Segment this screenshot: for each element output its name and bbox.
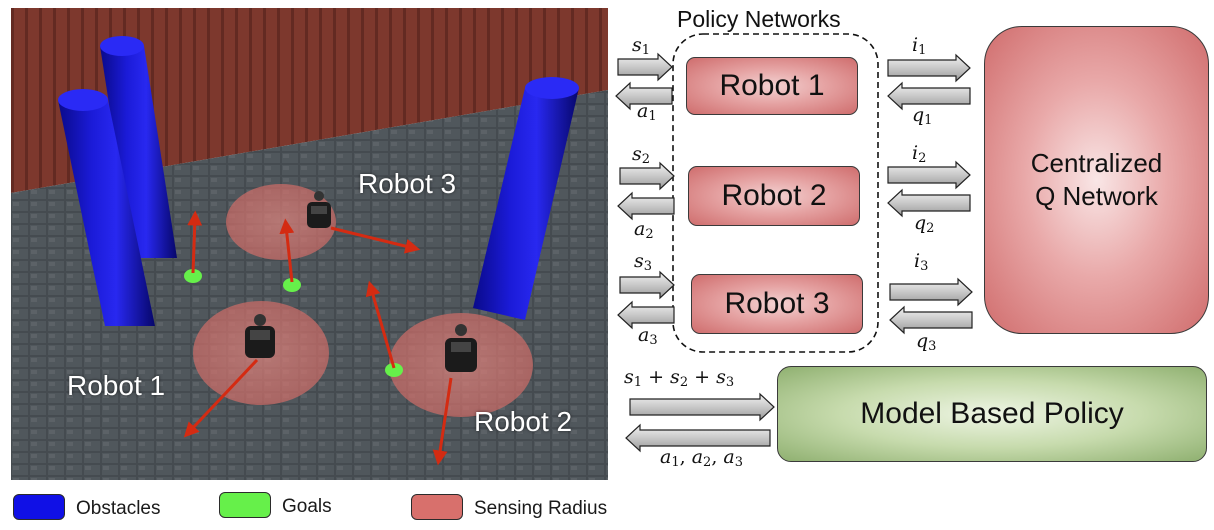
q-arrow-1 <box>887 81 971 111</box>
scene-label-robot1: Robot 1 <box>67 370 166 401</box>
block-arrows <box>615 52 973 453</box>
obstacle-cylinder-2 <box>58 89 155 326</box>
policy-networks-group <box>672 33 879 353</box>
direction-arrows <box>183 210 453 466</box>
legend-label-goals: Goals <box>282 496 332 517</box>
robot-2-model <box>445 324 477 372</box>
robot-3-policy-box: Robot 3 <box>691 274 863 334</box>
goal-marker-3 <box>385 363 403 377</box>
legend-swatch-obstacles <box>13 494 65 520</box>
policy-networks-title: Policy Networks <box>677 6 841 32</box>
joint-action-arrow <box>625 423 771 453</box>
goal-marker-2 <box>283 278 301 292</box>
legend-label-sensing-radius: Sensing Radius <box>474 498 608 519</box>
simulation-scene: Robot 3 Robot 1 Robot 2 <box>11 8 608 480</box>
info-label-2: i2 <box>912 142 927 166</box>
action-arrow-3 <box>617 300 675 330</box>
joint-state-arrow <box>629 392 775 422</box>
q-arrow-3 <box>889 305 973 335</box>
q-arrow-2 <box>887 188 971 218</box>
obstacle-cylinder-3 <box>473 77 579 320</box>
robot-2-policy-box: Robot 2 <box>688 166 860 226</box>
state-label-2: s2 <box>632 143 651 167</box>
centralized-q-network-box: Centralized Q Network <box>984 26 1209 334</box>
q-label-3: q3 <box>916 330 937 354</box>
action-label-2: a2 <box>634 218 654 242</box>
qnet-label-line1: Centralized <box>1030 148 1163 178</box>
joint-state-label: s1 + s2 + s3 <box>624 366 735 390</box>
info-label-1: i1 <box>912 34 927 58</box>
action-arrow-1 <box>615 81 673 111</box>
model-based-policy-box: Model Based Policy <box>777 366 1207 462</box>
q-label-1: q1 <box>912 104 933 128</box>
joint-action-label: a1, a2, a3 <box>660 446 744 470</box>
action-label-3: a3 <box>638 324 658 348</box>
info-arrow-2 <box>887 160 971 190</box>
robot-1-policy-box: Robot 1 <box>686 57 858 115</box>
qnet-label-line2: Q Network <box>1035 181 1158 211</box>
action-arrow-2 <box>617 191 675 221</box>
state-label-3: s3 <box>634 250 653 274</box>
robot-1-model <box>245 314 275 358</box>
state-arrow-2 <box>619 161 675 191</box>
scene-label-robot2: Robot 2 <box>474 406 573 437</box>
legend-label-obstacles: Obstacles <box>76 498 161 519</box>
q-label-2: q2 <box>914 212 935 236</box>
goal-marker-1 <box>184 269 202 283</box>
state-label-1: s1 <box>632 34 651 58</box>
state-arrow-1 <box>617 52 673 82</box>
scene-render <box>11 8 608 480</box>
obstacle-cylinder-1 <box>100 36 177 258</box>
info-label-3: i3 <box>914 250 929 274</box>
info-arrow-1 <box>887 53 971 83</box>
legend-swatch-sensing-radius <box>411 494 463 520</box>
state-arrow-3 <box>619 270 675 300</box>
action-label-1: a1 <box>637 100 657 124</box>
brick-wall <box>11 8 608 193</box>
robot-3-model <box>307 191 331 228</box>
legend-swatch-goals <box>219 492 271 518</box>
scene-label-robot3: Robot 3 <box>358 168 457 199</box>
info-arrow-3 <box>889 277 973 307</box>
